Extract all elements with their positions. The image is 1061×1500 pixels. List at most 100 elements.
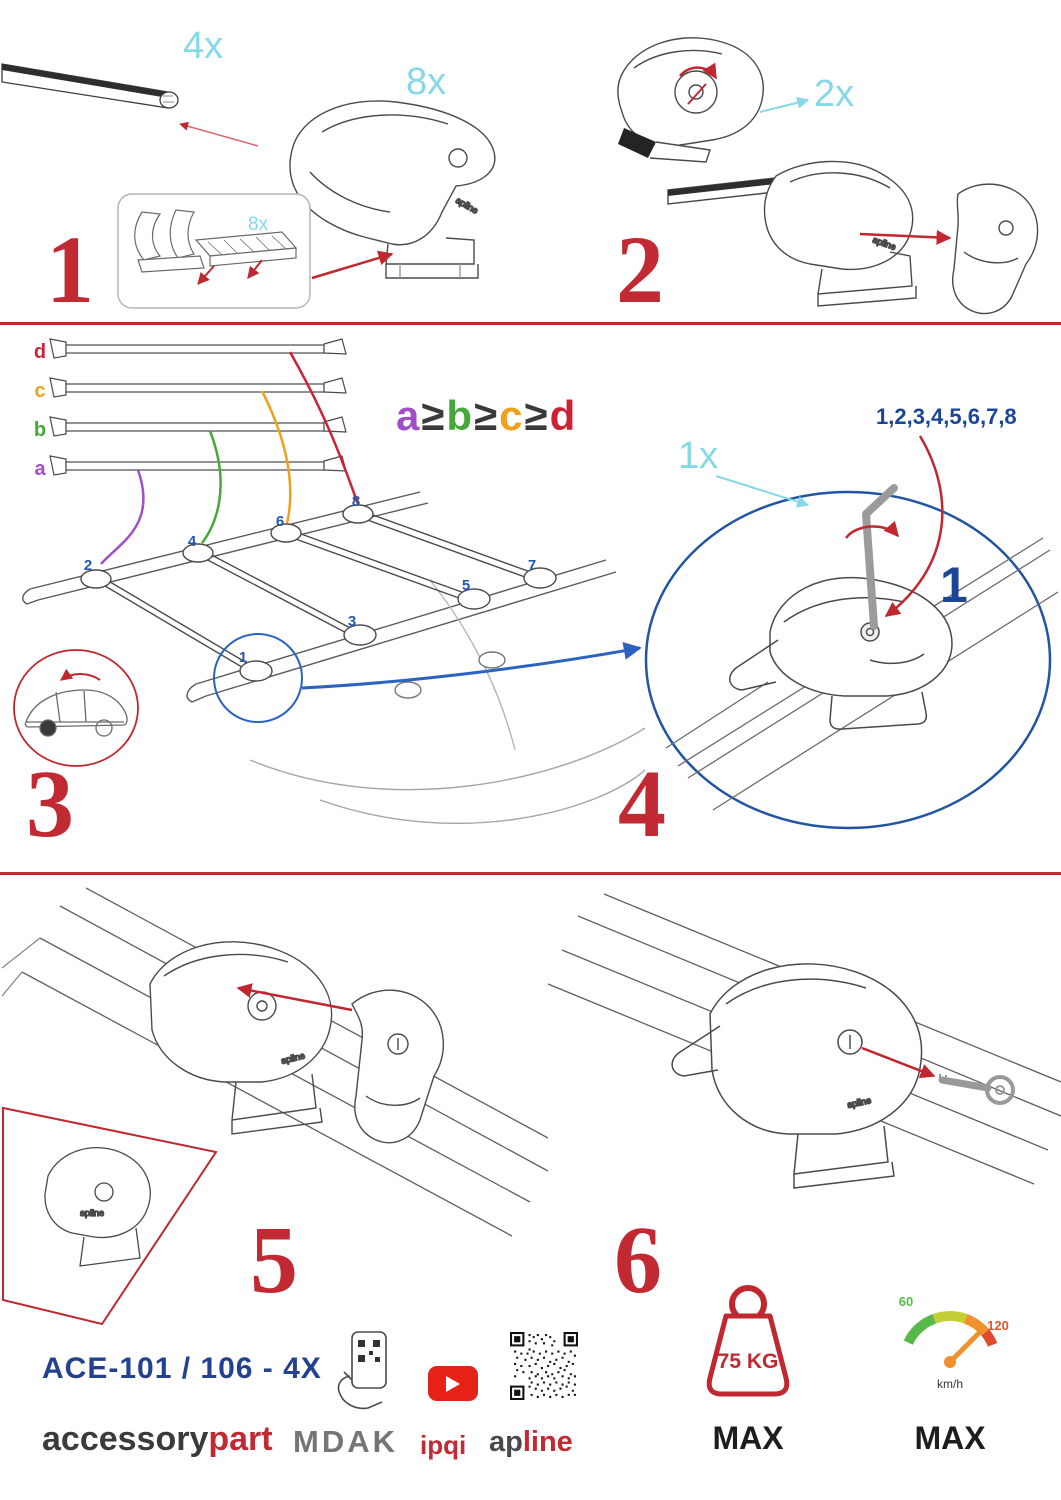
youtube-icon	[428, 1366, 478, 1401]
step1-illustration: 4x 8x apline 8x	[1, 25, 496, 309]
step6-illustration: apline	[548, 893, 1061, 1189]
formula-b: b	[446, 392, 475, 439]
cover-to-foot-arrow	[236, 983, 353, 1012]
speed-unit-label: km/h	[937, 1377, 963, 1391]
foot-qty-label: 8x	[406, 61, 446, 103]
rubber-pad-drawing	[194, 231, 298, 267]
qr-code	[510, 1332, 578, 1400]
bar-pointer-arrow	[179, 121, 259, 147]
apline-watermark: apline	[454, 195, 480, 216]
pad-arrow-right	[247, 259, 263, 279]
foot-drawing: apline	[289, 100, 496, 279]
step3-number: 3	[26, 750, 74, 857]
position-3: 3	[348, 613, 356, 630]
formula-a: a	[396, 392, 422, 439]
apline-watermark: apline	[80, 1208, 104, 1218]
step5-illustration: apline apline	[1, 887, 548, 1326]
car-direction-arrow	[60, 668, 101, 681]
key-drawing	[938, 1074, 1015, 1105]
formula-gte2: ≥	[474, 392, 500, 439]
crossbar-drawing	[1, 63, 179, 109]
inset-to-foot-arrow	[311, 250, 394, 280]
tighten-order-label: 1,2,3,4,5,6,7,8	[876, 404, 1017, 429]
key-qty-arrow	[715, 475, 810, 508]
foot-drawing: apline	[671, 963, 923, 1189]
end-cover-drawing	[952, 183, 1039, 315]
formula-gte1: ≥	[421, 392, 447, 439]
position-7: 7	[528, 557, 536, 574]
position-8: 8	[352, 493, 360, 510]
brand-logo: accessorypart	[42, 1420, 273, 1459]
foot-drawing: apline	[149, 941, 333, 1135]
formula-gte3: ≥	[524, 392, 550, 439]
step4-illustration: 1x 1,2,3,4,5,6,7,8 1	[644, 404, 1059, 830]
bar-foot-drawing: apline	[667, 160, 917, 307]
step5-number: 5	[250, 1206, 298, 1313]
section-divider-2	[0, 872, 1061, 875]
speed-max-label: MAX	[914, 1420, 986, 1456]
needle	[947, 1331, 981, 1365]
zoom-pointer-arrow	[301, 641, 642, 690]
position-2: 2	[84, 557, 92, 574]
max-weight-icon: 75 KG	[706, 1285, 790, 1397]
apline-watermark: apline	[846, 1095, 872, 1110]
foot-top-drawing	[617, 37, 764, 163]
formula-c: c	[499, 392, 525, 439]
step2-illustration: 2x apline	[617, 37, 1039, 315]
mdak-logo: MDAK	[293, 1424, 398, 1459]
bar-label-a: a	[34, 458, 46, 480]
position-1: 1	[239, 649, 247, 666]
speed-low-label: 60	[899, 1294, 913, 1309]
play-icon	[446, 1375, 460, 1392]
section-divider-1	[0, 322, 1061, 325]
position1-highlight-circle	[213, 633, 303, 723]
routing-curves	[100, 351, 360, 565]
weight-value: 75 KG	[718, 1350, 779, 1373]
detail-panel: apline	[2, 1106, 218, 1326]
ipqi-logo: ipqi	[420, 1430, 467, 1460]
brand-red: part	[208, 1420, 273, 1458]
apline-gray: ap	[489, 1426, 523, 1458]
apline-logo: apline	[489, 1426, 573, 1459]
rotate-arrow	[679, 62, 718, 80]
brand-black: accessory	[42, 1420, 209, 1458]
stacked-bars	[49, 338, 347, 476]
pad-inset: 8x	[117, 193, 311, 309]
foot-to-cover-arrow	[859, 229, 952, 245]
apline-red: line	[522, 1426, 573, 1458]
bar-order-formula: a≥b≥c≥d	[396, 392, 577, 440]
roof-drawing	[22, 491, 645, 824]
scan-qr-hand-icon	[337, 1331, 387, 1410]
bar-qty-label: 4x	[183, 25, 223, 67]
claw-drawing	[134, 209, 205, 273]
bar-label-c: c	[34, 380, 45, 402]
mounted-bars	[80, 504, 557, 699]
step4-number: 4	[618, 750, 666, 857]
step6-number: 6	[614, 1206, 662, 1313]
cover-qty-arrow	[759, 96, 810, 113]
bar-label-b: b	[34, 419, 46, 441]
first-position-label: 1	[940, 557, 968, 613]
pad-qty-label: 8x	[248, 214, 269, 235]
lock-cover-drawing	[351, 989, 445, 1144]
model-number: ACE-101 / 106 - 4X	[42, 1352, 322, 1385]
position-6: 6	[276, 513, 284, 530]
car-inset	[13, 649, 139, 767]
step1-number: 1	[46, 216, 94, 323]
sequence-arrow	[884, 435, 944, 618]
bar-label-d: d	[34, 341, 46, 363]
cover-qty-label: 2x	[814, 73, 854, 115]
zoom-ellipse	[644, 490, 1052, 830]
position-5: 5	[462, 577, 470, 594]
key-qty-label: 1x	[678, 435, 718, 477]
formula-d: d	[549, 392, 578, 439]
speed-high-label: 120	[987, 1318, 1009, 1333]
position-4: 4	[188, 533, 197, 550]
foot-closeup	[729, 576, 953, 730]
rotate-arrow	[844, 520, 899, 539]
speedometer-icon: 60 120 km/h	[899, 1294, 1009, 1391]
step2-number: 2	[616, 216, 664, 323]
weight-max-label: MAX	[712, 1420, 784, 1456]
lock-to-key-arrow	[861, 1046, 936, 1079]
